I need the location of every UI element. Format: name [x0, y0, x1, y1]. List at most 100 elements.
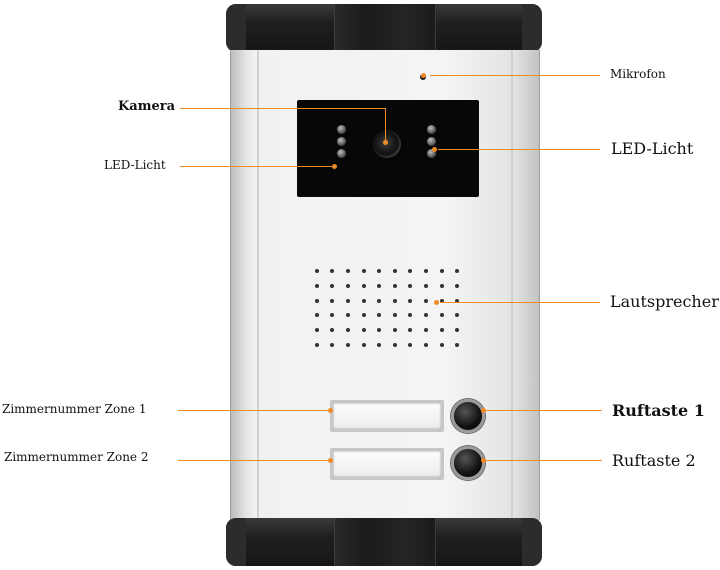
speaker-hole	[330, 327, 335, 332]
callout-line-ruftaste-2	[486, 460, 602, 461]
speaker-hole	[330, 342, 335, 347]
speaker-hole	[361, 313, 366, 318]
speaker-hole	[377, 269, 382, 274]
callout-line-led-right	[438, 149, 600, 150]
speaker-hole	[377, 327, 382, 332]
speaker-hole	[361, 283, 366, 288]
led-column-left	[337, 125, 346, 158]
callout-dot-zone-1	[328, 408, 333, 413]
speaker-hole	[345, 269, 350, 274]
speaker-hole	[314, 327, 319, 332]
speaker-hole	[361, 342, 366, 347]
speaker-hole	[330, 269, 335, 274]
speaker-hole	[408, 298, 413, 303]
label-led-left: LED-Licht	[104, 158, 166, 172]
label-lautsprecher: Lautsprecher	[610, 292, 719, 311]
led-column-right	[427, 125, 436, 158]
led-icon	[337, 137, 346, 146]
speaker-grille	[309, 264, 465, 352]
speaker-hole	[345, 342, 350, 347]
top-cap-corner-left	[226, 4, 246, 52]
speaker-hole	[361, 327, 366, 332]
call-button-1[interactable]	[451, 399, 485, 433]
label-mikrofon: Mikrofon	[610, 67, 666, 81]
speaker-hole	[455, 283, 460, 288]
speaker-hole	[392, 342, 397, 347]
led-icon	[427, 137, 436, 146]
speaker-hole	[439, 313, 444, 318]
room-number-plate-zone-2	[330, 448, 444, 480]
speaker-hole	[392, 283, 397, 288]
speaker-hole	[345, 283, 350, 288]
speaker-hole	[439, 298, 444, 303]
speaker-hole	[408, 327, 413, 332]
callout-dot-zone-2	[328, 458, 333, 463]
speaker-hole	[423, 327, 428, 332]
speaker-hole	[345, 327, 350, 332]
callout-line-zone-2	[178, 460, 328, 461]
speaker-hole	[455, 327, 460, 332]
speaker-hole	[392, 298, 397, 303]
camera-window	[297, 100, 479, 197]
speaker-hole	[314, 298, 319, 303]
room-number-plate-zone-1	[330, 400, 444, 432]
speaker-hole	[455, 269, 460, 274]
speaker-hole	[392, 269, 397, 274]
label-ruftaste-2: Ruftaste 2	[612, 451, 696, 470]
callout-line-kamera	[180, 108, 385, 109]
speaker-hole	[377, 342, 382, 347]
speaker-hole	[408, 313, 413, 318]
callout-dot-ruftaste-2	[481, 458, 486, 463]
speaker-hole	[314, 313, 319, 318]
speaker-hole	[330, 313, 335, 318]
callout-dot-led-right	[432, 147, 437, 152]
callout-dot-mikrofon	[421, 73, 426, 78]
speaker-hole	[361, 269, 366, 274]
bottom-cap	[226, 518, 542, 566]
speaker-hole	[314, 283, 319, 288]
callout-line-ruftaste-1	[486, 410, 602, 411]
callout-line-lautsprecher	[440, 302, 600, 303]
speaker-hole	[423, 283, 428, 288]
speaker-hole	[455, 313, 460, 318]
speaker-hole	[439, 283, 444, 288]
door-intercom-panel	[226, 4, 542, 566]
speaker-hole	[423, 298, 428, 303]
bottom-cap-corner-right	[522, 518, 542, 566]
speaker-hole	[423, 269, 428, 274]
speaker-hole	[408, 283, 413, 288]
callout-dot-lautsprecher	[434, 300, 439, 305]
top-cap	[226, 4, 542, 52]
speaker-hole	[408, 269, 413, 274]
speaker-hole	[330, 298, 335, 303]
speaker-hole	[330, 283, 335, 288]
speaker-hole	[423, 342, 428, 347]
top-cap-corner-right	[522, 4, 542, 52]
speaker-hole	[455, 342, 460, 347]
speaker-hole	[361, 298, 366, 303]
speaker-hole	[423, 313, 428, 318]
speaker-hole	[377, 298, 382, 303]
led-icon	[427, 125, 436, 134]
callout-dot-led-left	[332, 164, 337, 169]
top-cap-notch	[334, 4, 436, 52]
callout-dot-kamera	[383, 140, 388, 145]
speaker-hole	[439, 327, 444, 332]
label-zone-1: Zimmernummer Zone 1	[2, 402, 147, 416]
led-icon	[337, 125, 346, 134]
label-led-right: LED-Licht	[611, 139, 694, 158]
bottom-cap-corner-left	[226, 518, 246, 566]
speaker-hole	[314, 342, 319, 347]
label-kamera: Kamera	[118, 99, 176, 114]
callout-line-kamera-vertical	[385, 108, 386, 142]
label-zone-2: Zimmernummer Zone 2	[4, 450, 149, 464]
speaker-hole	[314, 269, 319, 274]
speaker-hole	[392, 313, 397, 318]
speaker-hole	[345, 298, 350, 303]
callout-dot-ruftaste-1	[481, 408, 486, 413]
callout-line-mikrofon	[430, 75, 600, 76]
speaker-hole	[439, 269, 444, 274]
call-button-2[interactable]	[451, 446, 485, 480]
led-icon	[337, 149, 346, 158]
speaker-hole	[377, 283, 382, 288]
